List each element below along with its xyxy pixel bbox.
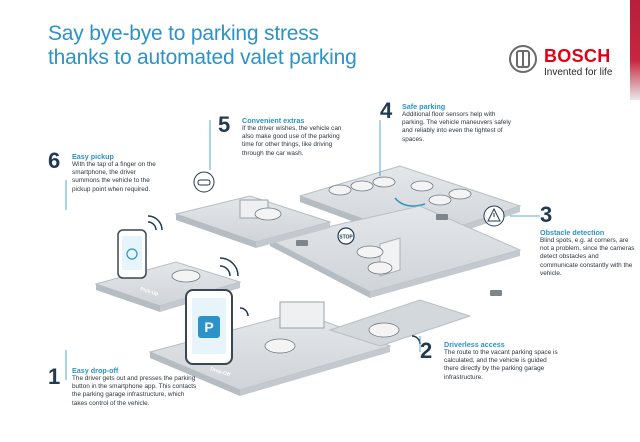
parked-cars-row	[328, 176, 472, 206]
title-line-1: Say bye-bye to parking stress	[48, 22, 319, 45]
step-1-heading: Easy drop-off	[72, 366, 119, 375]
smartphone-pickup	[117, 229, 147, 279]
camera-icon	[296, 214, 502, 296]
step-4-text: Additional floor sensors help with parki…	[402, 111, 511, 143]
step-5-number: 5	[218, 112, 231, 137]
step-4-heading: Safe parking	[402, 102, 446, 111]
step-4-safe-parking: 4 Safe parking Additional floor sensors …	[380, 100, 530, 160]
warning-triangle-icon	[483, 205, 505, 227]
step-6-number: 6	[48, 148, 61, 173]
step-1-text: The driver gets out and presses the park…	[72, 375, 197, 407]
page-title: Say bye-bye to parking stress thanks to …	[48, 22, 357, 70]
step-2-number: 2	[420, 338, 433, 363]
brand-tagline: Invented for life	[544, 67, 613, 78]
pick-up-marking: Pick-Up	[139, 286, 159, 297]
smartphone-dropoff: P	[185, 289, 233, 365]
stop-sign-label: STOP	[339, 235, 353, 241]
bosch-armature-icon	[509, 45, 537, 73]
brand-edge-strip	[630, 0, 640, 100]
brand-name: BOSCH	[544, 46, 611, 66]
step-3-obstacle-detection: 3 Obstacle detection Blind spots, e.g. a…	[540, 204, 638, 284]
car-service-icon	[193, 171, 215, 193]
bosch-logo: BOSCH Invented for life	[508, 44, 624, 80]
car-wash-deck	[174, 195, 332, 248]
step-5-text: If the driver wishes, the vehicle can al…	[242, 125, 342, 157]
middle-level-deck	[268, 205, 522, 298]
step-1-easy-drop-off: 1 Easy drop-off The driver gets out and …	[48, 366, 208, 436]
step-3-number: 3	[540, 202, 553, 227]
wifi-signal-icon	[147, 215, 421, 345]
step-5-heading: Convenient extras	[242, 116, 305, 125]
title-line-2: thanks to automated valet parking	[48, 46, 357, 69]
step-4-number: 4	[380, 98, 393, 123]
step-2-heading: Driverless access	[444, 340, 505, 349]
step-3-text: Blind spots, e.g. at corners, are not a …	[540, 237, 635, 277]
connector-lines	[65, 120, 540, 380]
step-5-convenient-extras: 5 Convenient extras If the driver wishes…	[218, 114, 348, 180]
step-2-driverless-access: 2 Driverless access The route to the vac…	[420, 340, 580, 400]
step-2-text: The route to the vacant parking space is…	[444, 349, 558, 381]
step-6-easy-pickup: 6 Easy pickup With the tap of a finger o…	[48, 150, 158, 210]
parking-button-icon: P	[204, 319, 213, 335]
step-6-text: With the tap of a finger on the smartpho…	[72, 161, 156, 193]
step-6-heading: Easy pickup	[72, 152, 114, 161]
stop-sign: STOP	[337, 227, 355, 245]
step-1-number: 1	[48, 364, 61, 389]
drop-off-deck: Drop-Off	[148, 299, 472, 396]
step-3-heading: Obstacle detection	[540, 228, 605, 237]
